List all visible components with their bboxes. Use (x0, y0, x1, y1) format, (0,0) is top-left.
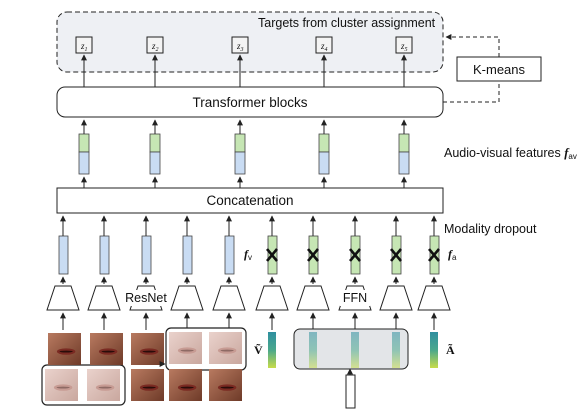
target-box (315, 36, 333, 54)
encoder-trapezoid (379, 285, 413, 311)
target-box (146, 36, 164, 54)
av-feature-video-part (234, 151, 246, 175)
dropout-x-icon (307, 248, 319, 262)
target-label: z5 (400, 41, 408, 53)
av-feature-video-part (149, 151, 161, 175)
av-feature-video-part (318, 151, 330, 175)
masked-mouth-frame (209, 332, 242, 364)
target-label: z3 (236, 41, 244, 53)
kmeans-label: K-means (473, 62, 526, 77)
audio-spectrogram-strip (351, 332, 359, 368)
audio-source-bar (345, 374, 356, 409)
audio-spectrogram-strip (268, 332, 276, 368)
ffn-label: FFN (343, 291, 367, 305)
video-feature-bar (58, 235, 69, 275)
target-label: z4 (320, 41, 328, 53)
target-label: z1 (80, 41, 88, 53)
audio-spectrogram-strip (392, 332, 400, 368)
video-feature-label: fv (244, 247, 252, 262)
av-feature-video-part (398, 151, 410, 175)
video-feature-bar (182, 235, 193, 275)
target-box (395, 36, 413, 54)
mouth-frame (209, 369, 242, 401)
audio-feature-label: fa (448, 247, 457, 262)
modality-features-group (58, 215, 440, 284)
transformer-blocks-box (56, 86, 444, 118)
av-feature-audio-part (398, 133, 410, 153)
target-box (231, 36, 249, 54)
mouth-frame (131, 333, 164, 365)
encoders-group (46, 285, 451, 330)
mouth-frame (169, 369, 202, 401)
encoder-trapezoid (255, 285, 289, 311)
encoder-trapezoid (170, 285, 204, 311)
encoder-trapezoid (87, 285, 121, 311)
target-box (75, 36, 93, 54)
resnet-label: ResNet (125, 291, 167, 305)
av-feature-audio-part (318, 133, 330, 153)
video-frames-group (41, 327, 247, 406)
targets-label: Targets from cluster assignment (258, 16, 436, 30)
concatenation-box (56, 187, 444, 214)
av-feature-audio-part (78, 133, 90, 153)
kmeans-box (456, 56, 542, 82)
resnet-label-bg (126, 290, 166, 306)
dropout-x-icon (428, 248, 440, 262)
dropout-x-icon (266, 248, 278, 262)
encoder-trapezoid (417, 285, 451, 311)
mouth-frame (48, 333, 81, 365)
concatenation-label: Concatenation (206, 193, 293, 208)
encoder-trapezoid (46, 285, 80, 311)
modality-dropout-label: Modality dropout (444, 222, 537, 236)
frame-connector-arrow (159, 361, 166, 367)
dropout-x-icon (390, 248, 402, 262)
audio-spectrogram-strip (309, 332, 317, 368)
video-feature-bar (141, 235, 152, 275)
mouth-frame (131, 369, 164, 401)
video-feature-bar (224, 235, 235, 275)
mouth-frame (90, 333, 123, 365)
target-label: z2 (151, 41, 159, 53)
av-feature-audio-part (149, 133, 161, 153)
audio-spectrogram-strip (430, 332, 438, 368)
av-features-label: Audio-visual features fav (444, 146, 577, 161)
dropout-x-icon (349, 248, 361, 262)
audio-input-group (268, 332, 438, 368)
av-feature-audio-part (234, 133, 246, 153)
encoder-trapezoid (212, 285, 246, 311)
targets-group: z1 z2 z3 z4 z5 (75, 36, 413, 87)
av-features-group (78, 119, 410, 188)
video-feature-bar (99, 235, 110, 275)
masked-mouth-frame (87, 369, 120, 401)
transformer-to-kmeans-line (443, 81, 500, 103)
av-feature-video-part (78, 151, 90, 175)
masked-mouth-frame (169, 332, 202, 364)
audio-input-label: Ã (446, 343, 455, 357)
masked-mouth-frame (45, 369, 78, 401)
encoder-trapezoid (296, 285, 330, 311)
transformer-label: Transformer blocks (192, 95, 307, 110)
ffn-label-bg (340, 290, 370, 306)
kmeans-to-targets-arrow (445, 34, 500, 57)
video-input-label: Ṽ (254, 343, 263, 357)
